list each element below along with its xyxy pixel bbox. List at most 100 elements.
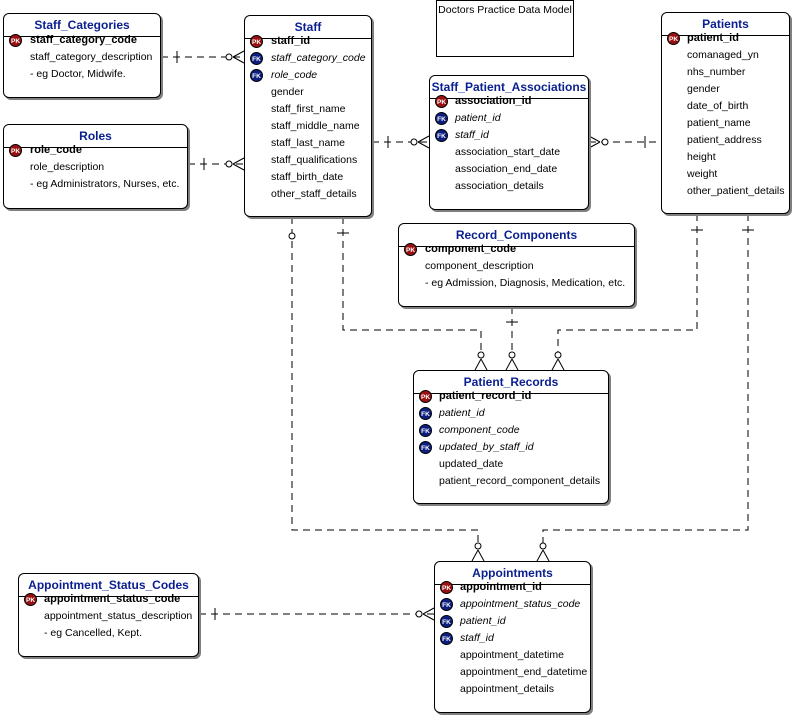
crows-foot-marker: [232, 50, 245, 58]
diagram-title: Doctors Practice Data Model: [438, 4, 572, 16]
optional-marker: [508, 351, 516, 359]
attribute: - eg Admission, Diagnosis, Medication, e…: [425, 277, 626, 289]
attribute: patient_record_component_details: [439, 475, 601, 487]
primary-key-icon: PK: [419, 390, 432, 403]
crows-foot-marker: [551, 358, 559, 371]
foreign-key-attribute: staff_id: [460, 632, 494, 644]
attribute: - eg Doctor, Midwife.: [30, 68, 126, 80]
attribute: date_of_birth: [687, 100, 749, 112]
attribute: gender: [687, 83, 720, 95]
optional-marker: [477, 351, 485, 359]
crows-foot-marker: [480, 358, 488, 371]
foreign-key-attribute: patient_id: [460, 615, 506, 627]
crows-foot-marker: [588, 141, 601, 149]
primary-key-icon: PK: [667, 32, 680, 45]
optional-marker: [474, 542, 482, 550]
foreign-key-icon: FK: [440, 615, 453, 628]
primary-key-attribute: appointment_status_code: [44, 593, 181, 605]
entity-title: Staff: [245, 16, 371, 39]
foreign-key-attribute: staff_id: [455, 129, 489, 141]
attribute: staff_first_name: [271, 103, 346, 115]
attribute: association_start_date: [455, 146, 561, 158]
primary-key-attribute: patient_id: [687, 32, 739, 44]
crows-foot-marker: [511, 358, 519, 371]
attribute: height: [687, 151, 716, 163]
entity-title: Staff_Categories: [4, 14, 160, 37]
optional-marker: [539, 542, 547, 550]
attribute: role_description: [30, 161, 105, 173]
attribute: - eg Administrators, Nurses, etc.: [30, 178, 180, 190]
foreign-key-icon: FK: [440, 598, 453, 611]
crows-foot-marker: [471, 549, 479, 562]
foreign-key-icon: FK: [250, 52, 263, 65]
attribute: weight: [687, 168, 718, 180]
foreign-key-attribute: updated_by_staff_id: [439, 441, 534, 453]
attribute: gender: [271, 86, 304, 98]
relationship-line: [557, 214, 698, 352]
primary-key-icon: PK: [24, 593, 37, 606]
foreign-key-attribute: component_code: [439, 424, 520, 436]
crows-foot-marker: [588, 135, 601, 143]
foreign-key-attribute: staff_category_code: [271, 52, 366, 64]
entity-title: Staff_Patient_Associations: [430, 76, 588, 99]
attribute: staff_last_name: [271, 137, 345, 149]
crows-foot-marker: [477, 549, 485, 562]
attribute: patient_name: [687, 117, 751, 129]
relationship-line: [342, 217, 482, 352]
optional-marker: [554, 351, 562, 359]
optional-marker: [410, 138, 418, 146]
foreign-key-icon: FK: [435, 112, 448, 125]
crows-foot-marker: [474, 358, 482, 371]
crows-foot-marker: [557, 358, 565, 371]
foreign-key-icon: FK: [419, 441, 432, 454]
attribute: - eg Cancelled, Kept.: [44, 627, 143, 639]
entity-title: Appointments: [435, 562, 590, 585]
attribute: appointment_datetime: [460, 649, 564, 661]
attribute: appointment_end_datetime: [460, 666, 588, 678]
crows-foot-marker: [422, 607, 435, 615]
entity-title: Patient_Records: [414, 371, 608, 394]
crows-foot-marker: [417, 135, 430, 143]
optional-marker: [288, 232, 296, 240]
primary-key-attribute: appointment_id: [460, 581, 542, 593]
diagram-title-box: Doctors Practice Data Model: [436, 0, 574, 57]
attribute: staff_category_description: [30, 51, 153, 63]
primary-key-attribute: staff_category_code: [30, 34, 137, 46]
optional-marker: [225, 53, 233, 61]
primary-key-attribute: component_code: [425, 243, 517, 255]
attribute: other_staff_details: [271, 188, 357, 200]
primary-key-icon: PK: [404, 243, 417, 256]
crows-foot-marker: [232, 157, 245, 165]
optional-marker: [415, 610, 423, 618]
attribute: nhs_number: [687, 66, 746, 78]
primary-key-attribute: staff_id: [271, 35, 311, 47]
primary-key-icon: PK: [9, 144, 22, 157]
crows-foot-marker: [505, 358, 513, 371]
foreign-key-attribute: patient_id: [455, 112, 501, 124]
optional-marker: [601, 138, 609, 146]
entity-title: Appointment_Status_Codes: [19, 574, 198, 597]
crows-foot-marker: [422, 613, 435, 621]
attribute: association_details: [455, 180, 544, 192]
attribute: patient_address: [687, 134, 762, 146]
primary-key-attribute: role_code: [30, 144, 82, 156]
foreign-key-attribute: role_code: [271, 69, 318, 81]
attribute: component_description: [425, 260, 534, 272]
primary-key-icon: PK: [9, 34, 22, 47]
attribute: appointment_details: [460, 683, 554, 695]
relationship-line: [542, 214, 749, 543]
crows-foot-marker: [232, 163, 245, 171]
foreign-key-attribute: patient_id: [439, 407, 485, 419]
primary-key-icon: PK: [435, 95, 448, 108]
crows-foot-marker: [536, 549, 544, 562]
